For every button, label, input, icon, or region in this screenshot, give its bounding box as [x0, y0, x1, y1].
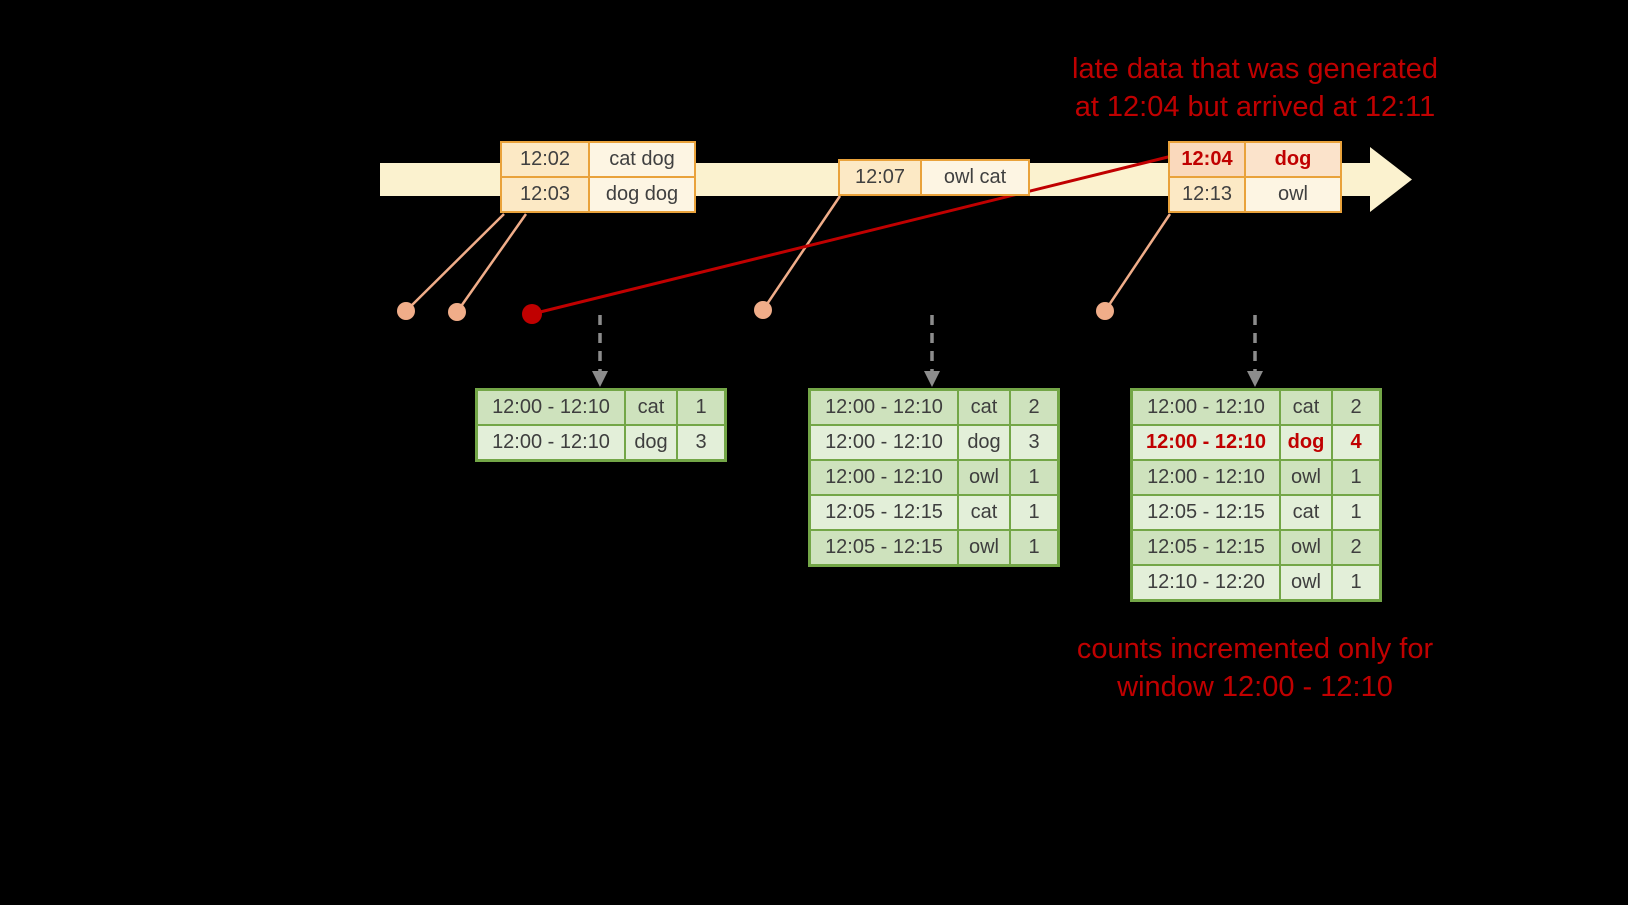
result-window: 12:05 - 12:15 — [1147, 501, 1265, 523]
trigger-arrow — [1247, 315, 1263, 387]
result-window: 12:05 - 12:15 — [825, 501, 943, 523]
result-table-2: 12:00 - 12:10 cat 2 12:00 - 12:10 dog 3 … — [808, 388, 1060, 567]
result-window: 12:00 - 12:10 — [492, 396, 610, 418]
result-count: 2 — [1331, 391, 1379, 424]
result-word: cat — [957, 496, 1009, 529]
result-window: 12:00 - 12:10 — [492, 431, 610, 453]
result-window: 12:05 - 12:15 — [1147, 536, 1265, 558]
event-row: 12:07 owl cat — [840, 161, 1028, 194]
late-event-dot — [522, 304, 542, 324]
event-time: 12:02 — [502, 143, 588, 176]
result-word: owl — [957, 461, 1009, 494]
result-table-1: 12:00 - 12:10 cat 1 12:00 - 12:10 dog 3 — [475, 388, 727, 462]
result-row: 12:00 - 12:10 dog 3 — [478, 424, 724, 459]
result-word: owl — [1279, 566, 1331, 599]
event-words: cat dog — [588, 143, 694, 176]
result-word: cat — [1279, 391, 1331, 424]
counts-incremented-annotation: counts incremented only for window 12:00… — [1020, 630, 1490, 706]
result-window: 12:00 - 12:10 — [825, 431, 943, 453]
event-box-2: 12:07 owl cat — [838, 159, 1030, 196]
result-row: 12:00 - 12:10 cat 2 — [811, 391, 1057, 424]
result-count: 1 — [1331, 566, 1379, 599]
result-window: 12:00 - 12:10 — [1147, 396, 1265, 418]
event-dot — [448, 303, 466, 321]
result-window: 12:00 - 12:10 — [1147, 466, 1265, 488]
event-words: owl cat — [920, 161, 1028, 194]
trigger-arrow — [592, 315, 608, 387]
trigger-arrow — [924, 315, 940, 387]
event-box-3: 12:04 dog 12:13 owl — [1168, 141, 1342, 213]
result-word: owl — [1279, 461, 1331, 494]
result-row: 12:00 - 12:10 owl 1 — [811, 459, 1057, 494]
result-word: dog — [957, 426, 1009, 459]
result-count: 1 — [1009, 496, 1057, 529]
result-word: cat — [624, 391, 676, 424]
counts-annotation-line2: window 12:00 - 12:10 — [1117, 671, 1393, 703]
event-time: 12:07 — [840, 161, 920, 194]
result-count: 3 — [676, 426, 724, 459]
event-time: 12:03 — [502, 178, 588, 211]
event-words: owl — [1244, 178, 1340, 211]
result-row: 12:00 - 12:10 dog 3 — [811, 424, 1057, 459]
result-row: 12:00 - 12:10 owl 1 — [1133, 459, 1379, 494]
late-data-annotation-line2: at 12:04 but arrived at 12:11 — [1074, 91, 1436, 123]
event-dot — [1096, 302, 1114, 320]
result-count: 1 — [1331, 496, 1379, 529]
event-words: dog dog — [588, 178, 694, 211]
result-word: owl — [1279, 531, 1331, 564]
result-window: 12:00 - 12:10 — [825, 396, 943, 418]
event-dots — [397, 301, 1114, 324]
result-table-3: 12:00 - 12:10 cat 2 12:00 - 12:10 dog 4 … — [1130, 388, 1382, 602]
event-dot — [754, 301, 772, 319]
event-connector-lines — [405, 195, 1172, 313]
result-row: 12:00 - 12:10 cat 1 — [478, 391, 724, 424]
late-data-annotation-line1: late data that was generated — [1072, 53, 1438, 85]
late-data-connector-line — [531, 154, 1173, 316]
result-count: 2 — [1009, 391, 1057, 424]
event-box-1: 12:02 cat dog 12:03 dog dog — [500, 141, 696, 213]
result-window: 12:00 - 12:10 — [1145, 431, 1267, 453]
counts-annotation-line1: counts incremented only for — [1076, 633, 1434, 665]
late-event-row: 12:04 dog — [1170, 143, 1340, 176]
result-word: cat — [957, 391, 1009, 424]
result-count: 2 — [1331, 531, 1379, 564]
result-word: dog — [624, 426, 676, 459]
event-time: 12:13 — [1170, 178, 1244, 211]
event-row: 12:03 dog dog — [502, 176, 694, 211]
event-words: dog — [1244, 143, 1340, 176]
result-row: 12:00 - 12:10 cat 2 — [1133, 391, 1379, 424]
result-word: dog — [1279, 426, 1331, 459]
result-count: 1 — [1009, 531, 1057, 564]
result-row: 12:05 - 12:15 cat 1 — [1133, 494, 1379, 529]
result-row: 12:05 - 12:15 cat 1 — [811, 494, 1057, 529]
result-count: 3 — [1009, 426, 1057, 459]
result-count: 1 — [1331, 461, 1379, 494]
result-count: 4 — [1331, 426, 1379, 459]
event-dot — [397, 302, 415, 320]
result-window: 12:10 - 12:20 — [1147, 571, 1265, 593]
result-count: 1 — [1009, 461, 1057, 494]
result-row: 12:05 - 12:15 owl 2 — [1133, 529, 1379, 564]
result-row: 12:10 - 12:20 owl 1 — [1133, 564, 1379, 599]
result-window: 12:00 - 12:10 — [825, 466, 943, 488]
result-word: cat — [1279, 496, 1331, 529]
result-word: owl — [957, 531, 1009, 564]
event-row: 12:02 cat dog — [502, 143, 694, 176]
result-window: 12:05 - 12:15 — [825, 536, 943, 558]
event-row: 12:13 owl — [1170, 176, 1340, 211]
result-count: 1 — [676, 391, 724, 424]
late-data-annotation: late data that was generated at 12:04 bu… — [1020, 50, 1490, 126]
late-result-row: 12:00 - 12:10 dog 4 — [1133, 424, 1379, 459]
event-time: 12:04 — [1170, 143, 1244, 176]
result-row: 12:05 - 12:15 owl 1 — [811, 529, 1057, 564]
